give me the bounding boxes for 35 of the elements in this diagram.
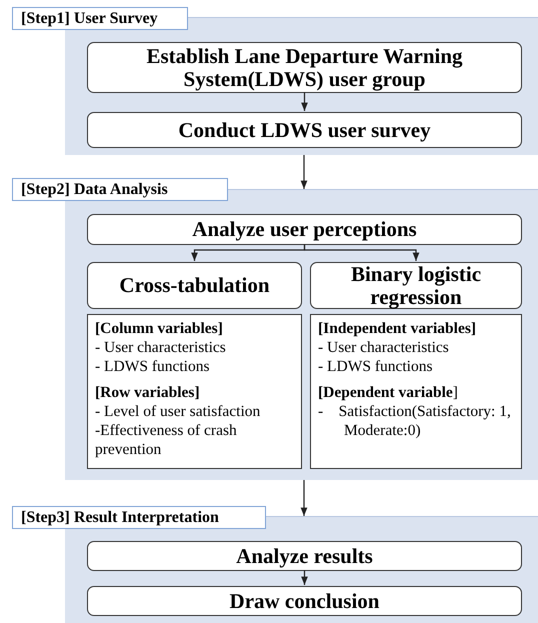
list-item: [Dependent variable] bbox=[318, 383, 458, 402]
arrow bbox=[300, 155, 308, 189]
box-title: Analyze user perceptions bbox=[192, 218, 417, 241]
box-title: Conduct LDWS user survey bbox=[178, 118, 431, 142]
box-title: Establish Lane Departure Warning System(LDWS) user group bbox=[145, 44, 464, 90]
box-title: Analyze results bbox=[236, 544, 373, 568]
list-item: - LDWS functions bbox=[95, 357, 210, 376]
list-item: - LDWS functions bbox=[318, 357, 433, 376]
arrow bbox=[301, 570, 308, 585]
step-heading: [Step2] Data Analysis bbox=[12, 178, 228, 201]
arrow bbox=[304, 244, 420, 261]
process-box bbox=[87, 541, 522, 571]
list-item: - Level of user satisfaction bbox=[95, 402, 260, 421]
list-item: -Effectiveness of crash prevention bbox=[95, 421, 238, 459]
list-item: - User characteristics bbox=[318, 338, 449, 357]
list-item: - User characteristics bbox=[95, 338, 226, 357]
list-item: - Satisfaction(Satisfactory: 1, Moderate:0) bbox=[318, 402, 512, 440]
variables-box bbox=[310, 314, 522, 469]
process-box bbox=[87, 586, 522, 616]
process-box bbox=[87, 262, 302, 309]
box-title: Draw conclusion bbox=[230, 590, 380, 612]
process-box bbox=[310, 262, 522, 309]
section-heading: [Independent variables] bbox=[318, 319, 476, 338]
box-title: Cross-tabulation bbox=[119, 274, 270, 297]
process-box bbox=[87, 42, 522, 93]
variables-box bbox=[87, 314, 302, 469]
process-box bbox=[87, 214, 522, 245]
step-heading: [Step3] Result Interpretation bbox=[12, 506, 266, 529]
arrow bbox=[301, 92, 308, 111]
step-heading: [Step1] User Survey bbox=[12, 7, 188, 30]
arrow bbox=[300, 480, 308, 516]
box-title: Binary logistic regression bbox=[350, 262, 482, 308]
section-heading: [Row variables] bbox=[95, 383, 200, 402]
process-box bbox=[87, 112, 522, 148]
section-heading: [Column variables] bbox=[95, 319, 223, 338]
